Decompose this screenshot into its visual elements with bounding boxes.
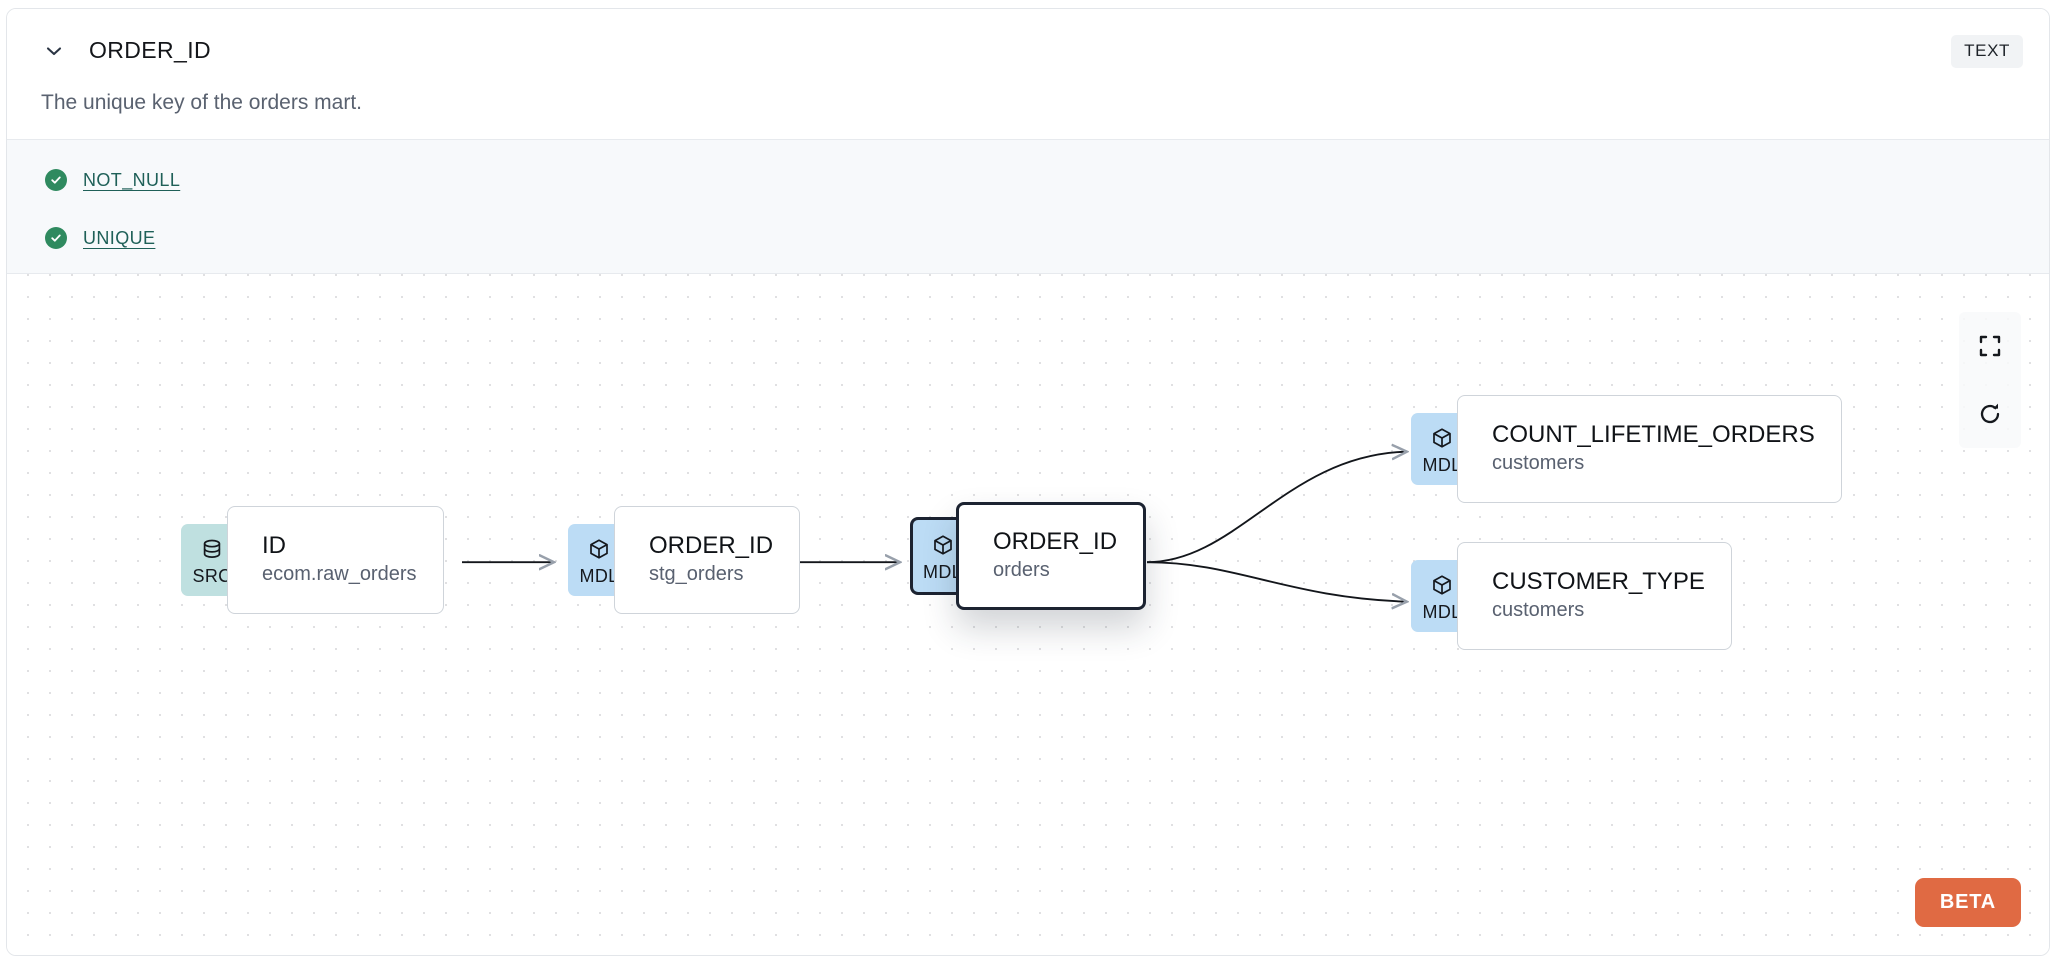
reset-button[interactable]: [1959, 380, 2021, 448]
test-link-unique[interactable]: UNIQUE: [83, 227, 156, 248]
test-row: UNIQUE: [45, 215, 2049, 261]
node-body: CUSTOMER_TYPE customers: [1457, 542, 1732, 650]
node-body: ORDER_ID orders: [956, 502, 1147, 610]
node-subtitle: stg_orders: [649, 563, 744, 586]
node-badge-label: MDL: [1422, 455, 1462, 475]
lineage-node-count-lifetime-orders[interactable]: MDL COUNT_LIFETIME_ORDERS customers: [1411, 395, 1842, 503]
node-subtitle: customers: [1492, 599, 1585, 622]
test-link-not-null[interactable]: NOT_NULL: [83, 169, 181, 190]
beta-badge[interactable]: BETA: [1914, 878, 2021, 927]
cube-icon: [590, 539, 608, 559]
cube-icon: [1433, 575, 1451, 595]
header-title-row: ORDER_ID: [41, 37, 211, 64]
type-badge: TEXT: [1951, 35, 2023, 68]
page-title: ORDER_ID: [89, 37, 212, 63]
node-badge-label: MDL: [579, 566, 619, 586]
node-name: ID: [262, 531, 286, 559]
node-badge-label: MDL: [923, 562, 962, 582]
node-name: ORDER_ID: [649, 531, 774, 559]
panel-header: ORDER_ID TEXT The unique key of the orde…: [7, 9, 2049, 139]
node-name: ORDER_ID: [993, 527, 1118, 555]
lineage-node-customer-type[interactable]: MDL CUSTOMER_TYPE customers: [1411, 542, 1732, 650]
canvas-controls: [1959, 312, 2021, 448]
node-subtitle: orders: [993, 559, 1050, 582]
fit-view-button[interactable]: [1959, 312, 2021, 380]
chevron-down-icon[interactable]: [41, 38, 67, 64]
refresh-icon: [1980, 403, 2000, 424]
cube-icon: [933, 535, 952, 555]
node-subtitle: ecom.raw_orders: [262, 563, 417, 586]
node-body: ORDER_ID stg_orders: [614, 506, 801, 614]
node-body: ID ecom.raw_orders: [227, 506, 444, 614]
tests-section: NOT_NULL UNIQUE: [7, 139, 2049, 274]
test-row: NOT_NULL: [45, 157, 2049, 203]
column-description: The unique key of the orders mart.: [41, 91, 362, 114]
node-badge-label: MDL: [1422, 602, 1462, 622]
check-circle-icon: [45, 169, 67, 191]
column-detail-panel: ORDER_ID TEXT The unique key of the orde…: [6, 8, 2050, 956]
lineage-node-src-id[interactable]: SRC ID ecom.raw_orders: [181, 506, 444, 614]
lineage-edges: [462, 274, 2049, 955]
node-name: CUSTOMER_TYPE: [1492, 567, 1705, 595]
cube-icon: [1433, 428, 1451, 448]
lineage-node-orders-order-id[interactable]: MDL ORDER_ID orders: [910, 502, 1147, 610]
node-body: COUNT_LIFETIME_ORDERS customers: [1457, 395, 1842, 503]
lineage-node-stg-order-id[interactable]: MDL ORDER_ID stg_orders: [568, 506, 801, 614]
node-name: COUNT_LIFETIME_ORDERS: [1492, 420, 1815, 448]
node-subtitle: customers: [1492, 452, 1585, 475]
node-badge-label: SRC: [192, 566, 232, 586]
expand-icon: [1979, 335, 2001, 357]
check-circle-icon: [45, 227, 67, 249]
lineage-canvas[interactable]: SRC ID ecom.raw_orders MDL ORDER_ID stg_…: [7, 274, 2049, 955]
database-icon: [203, 539, 221, 558]
